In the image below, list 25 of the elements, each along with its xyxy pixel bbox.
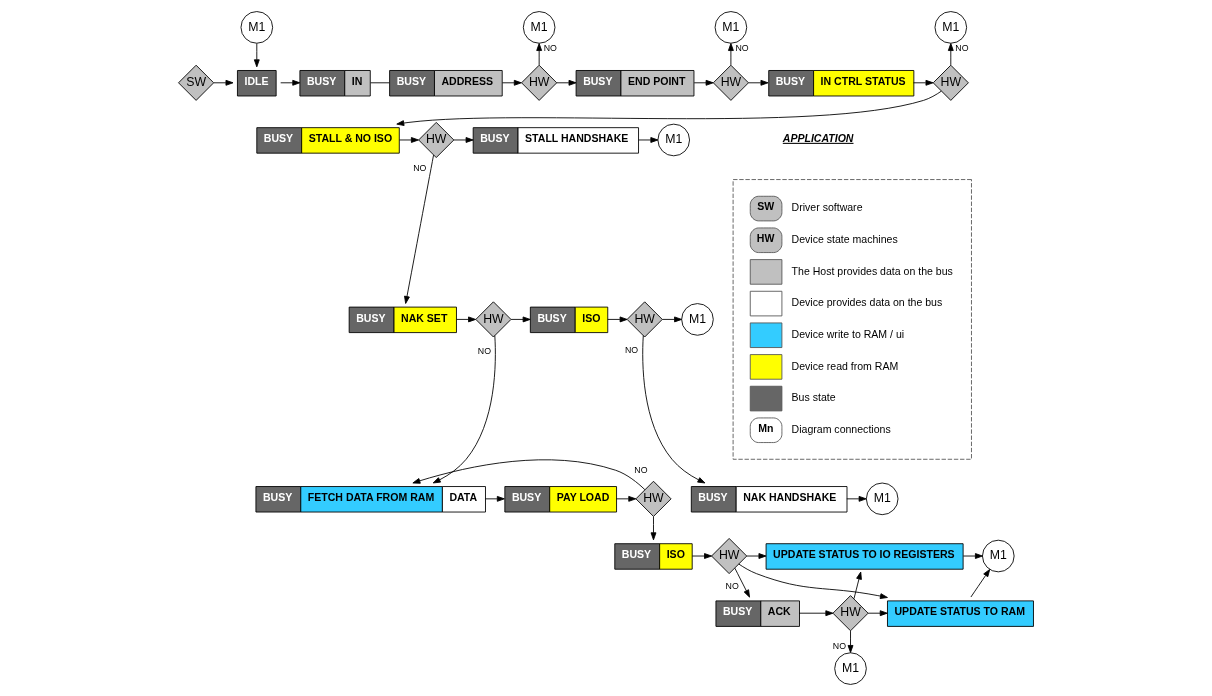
node-label: STALL HANDSHAKE	[525, 132, 629, 145]
edge-label: NO	[543, 43, 557, 54]
legend-label: Diagram connections	[791, 422, 891, 435]
edge-label: NO	[955, 43, 969, 54]
label: Mn	[758, 422, 774, 435]
legend-label: Driver software	[791, 201, 863, 214]
edge-label: NO	[413, 162, 427, 173]
edge-label: NO	[725, 581, 739, 592]
label: HW	[756, 232, 775, 245]
edge-label: NO	[634, 464, 648, 475]
node-text: BUSY	[480, 132, 510, 145]
edge-label: NO	[477, 346, 492, 357]
edge-label: NO	[735, 43, 749, 54]
edge-label: NO	[832, 641, 847, 652]
node-label: NAK HANDSHAKE	[743, 491, 837, 504]
edge-label: NO	[624, 345, 639, 356]
legend-label: Device read from RAM	[791, 359, 899, 372]
legend-label: Bus state	[791, 391, 836, 404]
legend-label: Device provides data on the bus	[791, 296, 943, 309]
legend-label: Device write to RAM / ui	[791, 327, 905, 340]
label: SW	[757, 200, 775, 213]
label: APPLICATION	[782, 131, 854, 144]
legend-label: Device state machines	[791, 232, 898, 245]
node-text: BUSY	[698, 491, 728, 504]
legend-label: The Host provides data on the bus	[791, 264, 953, 277]
